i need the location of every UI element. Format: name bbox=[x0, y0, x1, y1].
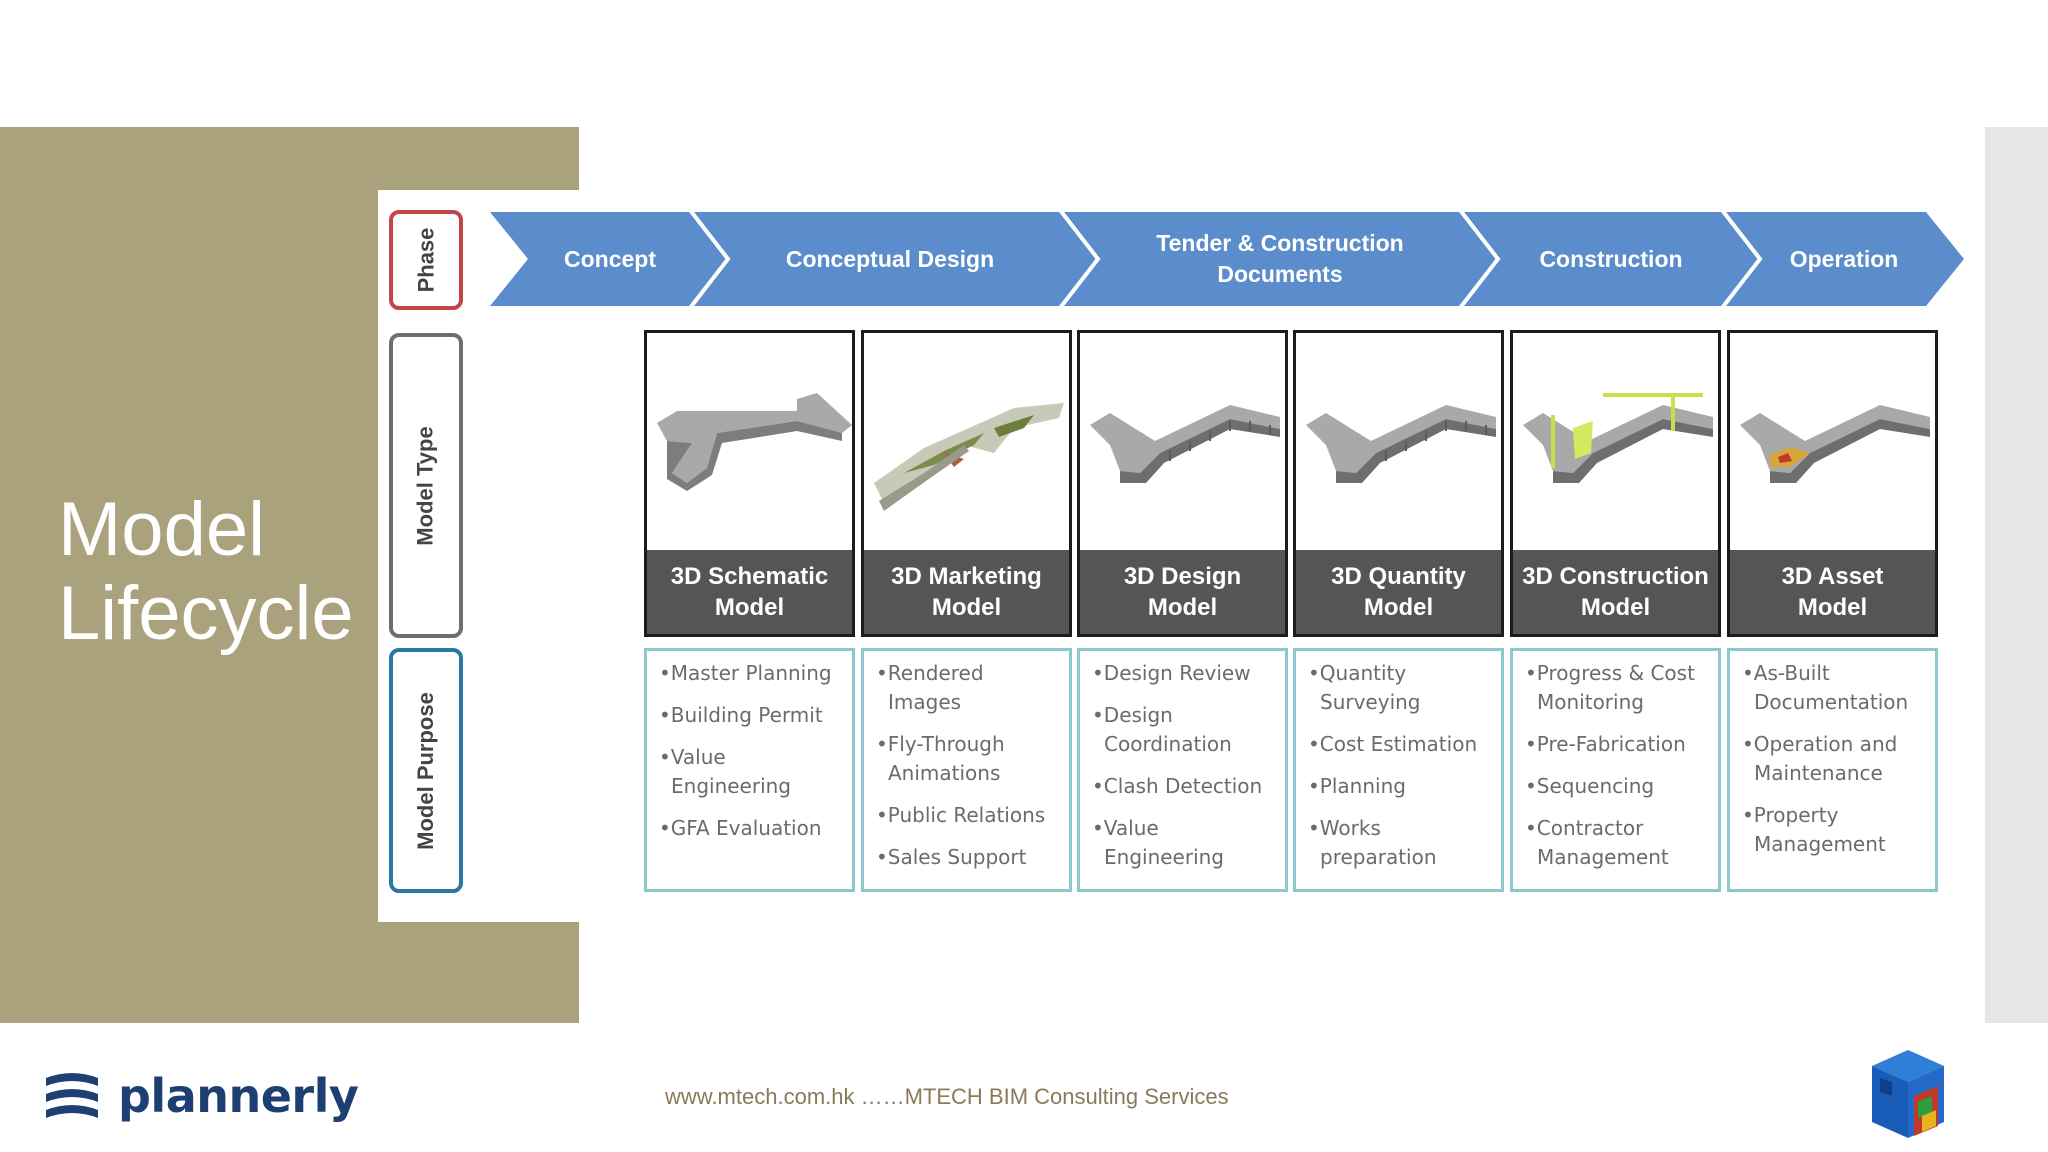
model-purpose-row-label-text: Model Purpose bbox=[413, 691, 438, 850]
purpose-item: •Rendered Images bbox=[876, 661, 984, 714]
phase-chevron-operation bbox=[1722, 212, 1964, 306]
model-name-schematic: 3D Schematic Model bbox=[647, 550, 852, 634]
phase-chevron-conceptual-design bbox=[690, 212, 1098, 306]
construction-model-image bbox=[1523, 393, 1713, 483]
purpose-item: •Fly-Through Animations bbox=[876, 732, 1005, 785]
model-card-quantity: 3D Quantity Model bbox=[1293, 330, 1504, 637]
model-card-schematic: 3D Schematic Model bbox=[644, 330, 855, 637]
model-card-marketing: 3D Marketing Model bbox=[861, 330, 1072, 637]
phase-chevron-bar bbox=[490, 208, 1964, 310]
purpose-item: •Public Relations bbox=[876, 803, 1046, 827]
purpose-item: •Design Review bbox=[1092, 661, 1251, 685]
purpose-item: •Operation and Maintenance bbox=[1742, 732, 1898, 785]
marketing-model-image bbox=[874, 403, 1064, 511]
purpose-item: •Building Permit bbox=[659, 703, 823, 727]
phase-chevron-construction bbox=[1460, 212, 1760, 306]
purpose-item: •As-Built Documentation bbox=[1742, 661, 1909, 714]
purpose-item: •Progress & Cost Monitoring bbox=[1525, 661, 1695, 714]
mtech-cube-logo bbox=[1872, 1050, 1944, 1138]
phase-chevron-concept bbox=[490, 212, 728, 306]
asset-model-image bbox=[1740, 405, 1930, 483]
purpose-item: •Sales Support bbox=[876, 845, 1027, 869]
phase-concept: Concept bbox=[564, 245, 656, 272]
model-type-row-label: Model Type bbox=[389, 333, 463, 638]
model-name-construction: 3D Construction Model bbox=[1513, 550, 1718, 634]
phase-row-label-text: Phase bbox=[412, 227, 438, 293]
model-card-construction: 3D Construction Model bbox=[1510, 330, 1721, 637]
purpose-box-marketing: •Rendered Images •Fly-Through Animations… bbox=[861, 648, 1072, 892]
model-card-asset: 3D Asset Model bbox=[1727, 330, 1938, 637]
purpose-item: •Contractor Management bbox=[1525, 816, 1669, 869]
right-grey-strip bbox=[1985, 127, 2048, 1023]
phase-row-label: Phase bbox=[389, 210, 463, 310]
design-model-image bbox=[1090, 405, 1280, 483]
model-type-row-label-text: Model Type bbox=[413, 425, 439, 546]
model-purpose-row-label: Model Purpose bbox=[389, 648, 463, 893]
purpose-item: •Sequencing bbox=[1525, 774, 1655, 798]
purpose-item: •Cost Estimation bbox=[1308, 732, 1478, 756]
purpose-item: •Property Management bbox=[1742, 803, 1886, 856]
purpose-item: •Design Coordination bbox=[1092, 703, 1232, 756]
phase-operation: Operation bbox=[1789, 245, 1899, 272]
slide-title: Model Lifecycle bbox=[58, 488, 354, 656]
slide-title-line2: Lifecycle bbox=[58, 571, 354, 656]
purpose-item: •Value Engineering bbox=[1092, 816, 1224, 869]
phase-tender-construction-documents: Tender & Construction Documents bbox=[1156, 230, 1404, 287]
phase-construction: Construction bbox=[1539, 245, 1683, 272]
phase-chevron-tender bbox=[1060, 212, 1498, 306]
purpose-box-construction: •Progress & Cost Monitoring •Pre-Fabrica… bbox=[1510, 648, 1721, 892]
purpose-item: •Quantity Surveying bbox=[1308, 661, 1421, 714]
plannerly-logo-text: plannerly bbox=[118, 1069, 359, 1123]
purpose-box-quantity: •Quantity Surveying •Cost Estimation •Pl… bbox=[1293, 648, 1504, 892]
quantity-model-image bbox=[1306, 405, 1496, 483]
slide-title-line1: Model bbox=[58, 487, 265, 572]
model-name-marketing: 3D Marketing Model bbox=[864, 550, 1069, 634]
model-card-design: 3D Design Model bbox=[1077, 330, 1288, 637]
purpose-item: •Planning bbox=[1308, 774, 1406, 798]
purpose-item: •Works preparation bbox=[1308, 816, 1437, 869]
schematic-model-image bbox=[657, 393, 852, 491]
plannerly-logo-icon bbox=[46, 1073, 98, 1118]
purpose-box-asset: •As-Built Documentation •Operation and M… bbox=[1727, 648, 1938, 892]
purpose-box-design: •Design Review •Design Coordination •Cla… bbox=[1077, 648, 1288, 892]
plannerly-logo: plannerly bbox=[44, 1068, 359, 1124]
model-name-design: 3D Design Model bbox=[1080, 550, 1285, 634]
purpose-item: •Pre-Fabrication bbox=[1525, 732, 1686, 756]
purpose-item: •Value Engineering bbox=[659, 745, 791, 798]
purpose-item: •Clash Detection bbox=[1092, 774, 1263, 798]
purpose-item: •Master Planning bbox=[659, 661, 832, 685]
phase-conceptual-design: Conceptual Design bbox=[785, 245, 995, 272]
model-name-asset: 3D Asset Model bbox=[1730, 550, 1935, 634]
purpose-item: •GFA Evaluation bbox=[659, 816, 822, 840]
model-name-quantity: 3D Quantity Model bbox=[1296, 550, 1501, 634]
purpose-box-schematic: •Master Planning •Building Permit •Value… bbox=[644, 648, 855, 892]
footer-url-text: www.mtech.com.hk ……MTECH BIM Consulting … bbox=[665, 1084, 1229, 1109]
